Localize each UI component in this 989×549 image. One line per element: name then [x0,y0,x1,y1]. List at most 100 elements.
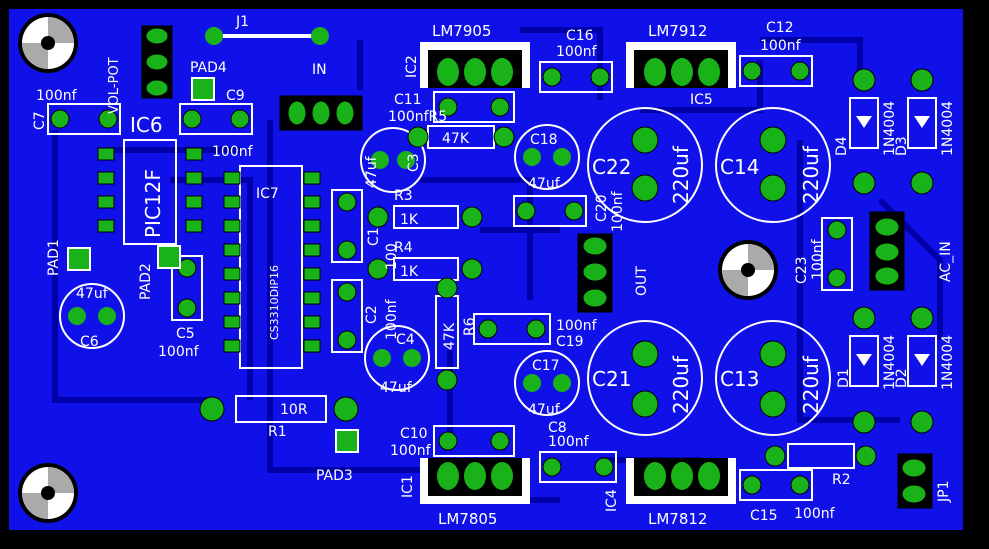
regulator-lm7805 [420,458,530,504]
label-c19: C19 [556,334,584,350]
label-c9: C9 [226,88,245,104]
vol-pot-header [141,25,173,99]
label-d4-value: 1N4004 [882,101,898,156]
mounting-hole-top-left [18,13,78,73]
label-c18-value: 47uf [528,176,561,192]
label-c21-value: 220uf [669,355,693,414]
capacitor-c3 [360,127,426,193]
label-c12-value: 100nf [760,38,802,54]
label-pad3: PAD3 [316,468,353,484]
regulator-lm7912 [626,42,736,88]
label-d1: D1 [836,368,852,388]
ic7-chip [223,165,321,369]
label-c21: C21 [592,367,631,391]
label-c17-value: 47uf [528,402,561,418]
capacitor-c21 [587,320,703,436]
label-c10-value: 100nf [390,443,432,459]
label-pad2: PAD2 [138,263,154,300]
label-c1: C1 [366,227,382,246]
label-c22: C22 [592,155,631,179]
label-c8: C8 [548,420,567,436]
label-cs3310: CS3310DIP16 [268,265,281,340]
capacitor-c17 [514,350,580,416]
label-r3: R3 [394,188,413,204]
label-c20: C20 [594,194,610,222]
label-ic4: IC4 [604,489,620,512]
label-ic5: IC5 [690,92,713,108]
label-ic7: IC7 [256,186,279,202]
label-c3-value: 47uf [364,155,380,188]
label-r1: R1 [268,424,287,440]
label-d3-value: 1N4004 [940,101,956,156]
ic6-chip [97,139,203,245]
regulator-lm7905 [420,42,530,88]
regulator-lm7812 [626,458,736,504]
label-lm7905: LM7905 [432,22,491,40]
label-c12: C12 [766,20,794,36]
label-vol-pot: VOL-POT [107,57,122,114]
label-c17: C17 [532,358,560,374]
label-c15-value: 100nf [794,506,836,522]
label-in: IN [312,62,327,78]
label-pic12f: PIC12F [141,169,165,238]
label-r2: R2 [832,472,851,488]
mounting-hole-center-right [718,240,778,300]
label-pad1: PAD1 [46,239,62,276]
silkscreen-labels: J1 IN LM7905 LM7912 LM7805 LM7812 C16 10… [32,14,956,528]
label-c20-value: 100nf [610,190,626,232]
label-c11: C11 [394,92,422,108]
diodes [849,68,937,434]
label-c3: C3 [406,153,422,172]
jumper-j1 [205,27,329,45]
label-d1-value: 1N4004 [882,335,898,390]
capacitor-c18 [514,124,580,190]
label-c23-value: 100nf [810,238,826,280]
label-out: OUT [634,266,650,296]
label-r4-value: 1K [400,264,419,280]
label-c4-value: 47uf [380,380,413,396]
ceramic-caps [47,55,853,501]
label-r1-value: 10R [280,402,308,418]
capacitor-c14 [715,107,831,223]
resistor-pads [199,126,877,467]
label-jp1: JP1 [936,481,952,503]
label-c2-value: 100nf [384,298,400,340]
label-c16: C16 [566,28,594,44]
label-c16-value: 100nf [556,44,598,60]
label-ic2: IC2 [404,55,420,78]
label-c10: C10 [400,426,428,442]
label-c5-value: 100nf [158,344,200,360]
label-ic1: IC1 [400,475,416,498]
label-ac-in: AC_IN [938,241,954,282]
label-r5-value: 47K [442,131,470,147]
label-r4: R4 [394,240,413,256]
label-c19-value: 100nf [556,318,598,334]
ceramic-cap-pads [50,61,847,495]
test-pads [67,77,359,453]
label-d2-value: 1N4004 [940,335,956,390]
mounting-hole-bottom-left [18,463,78,523]
label-lm7805: LM7805 [438,510,497,528]
label-ic6: IC6 [130,113,163,137]
label-lm7812: LM7812 [648,510,707,528]
capacitor-c22 [587,107,703,223]
label-r6: R6 [462,317,478,336]
label-c1-value: 100 [384,243,400,270]
label-r6-value: 47K [442,322,458,350]
label-c5: C5 [176,326,195,342]
headers [279,95,933,509]
label-c18: C18 [530,132,558,148]
label-c22-value: 220uf [669,145,693,204]
label-c6: C6 [80,334,99,350]
label-c23: C23 [794,256,810,284]
label-c13-value: 220uf [799,355,823,414]
capacitor-c6 [59,283,125,349]
label-c9-value: 100nf [212,144,254,160]
label-c11-value: 100nfR5 [388,109,447,125]
label-c7: C7 [32,111,48,130]
label-c2: C2 [364,305,380,324]
label-c15: C15 [750,508,778,524]
label-c7-value: 100nf [36,88,78,104]
capacitor-c4 [364,325,430,391]
